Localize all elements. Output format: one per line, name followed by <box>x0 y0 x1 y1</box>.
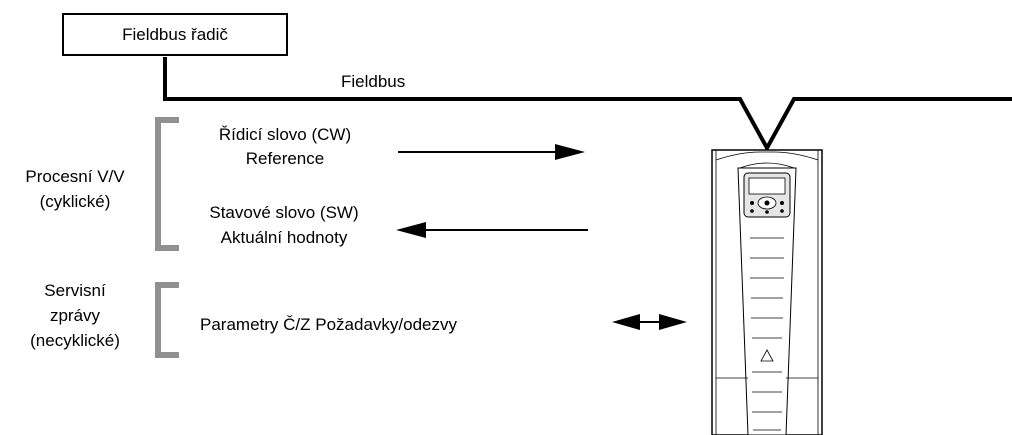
process-io-group-label-2: (cyklické) <box>39 192 111 211</box>
actual-values-label: Aktuální hodnoty <box>220 228 348 247</box>
status-word-label: Stavové slovo (SW) <box>209 203 359 222</box>
process-io-group-label-1: Procesní V/V <box>25 167 125 186</box>
fieldbus-controller-box: Fieldbus řadič <box>62 13 288 56</box>
parameters-label: Parametry Č/Z Požadavky/odezvy <box>200 315 457 334</box>
control-word-arrow <box>398 144 585 160</box>
status-word-arrow <box>396 222 588 238</box>
service-messages-bracket <box>155 282 179 358</box>
service-messages-label-1: Servisní <box>44 281 106 300</box>
service-messages-label-2: zprávy <box>49 306 101 325</box>
service-messages-label-3: (necyklické) <box>30 331 120 350</box>
control-word-label: Řídicí slovo (CW) <box>218 125 352 144</box>
control-panel-icon <box>743 172 791 218</box>
parameters-double-arrow <box>612 314 687 330</box>
reference-label: Reference <box>245 149 325 168</box>
fieldbus-label: Fieldbus <box>341 72 406 91</box>
process-io-bracket <box>155 117 179 251</box>
fieldbus-controller-label: Fieldbus řadič <box>122 24 228 44</box>
drive-icon <box>711 149 823 435</box>
fieldbus-line <box>163 57 1012 153</box>
